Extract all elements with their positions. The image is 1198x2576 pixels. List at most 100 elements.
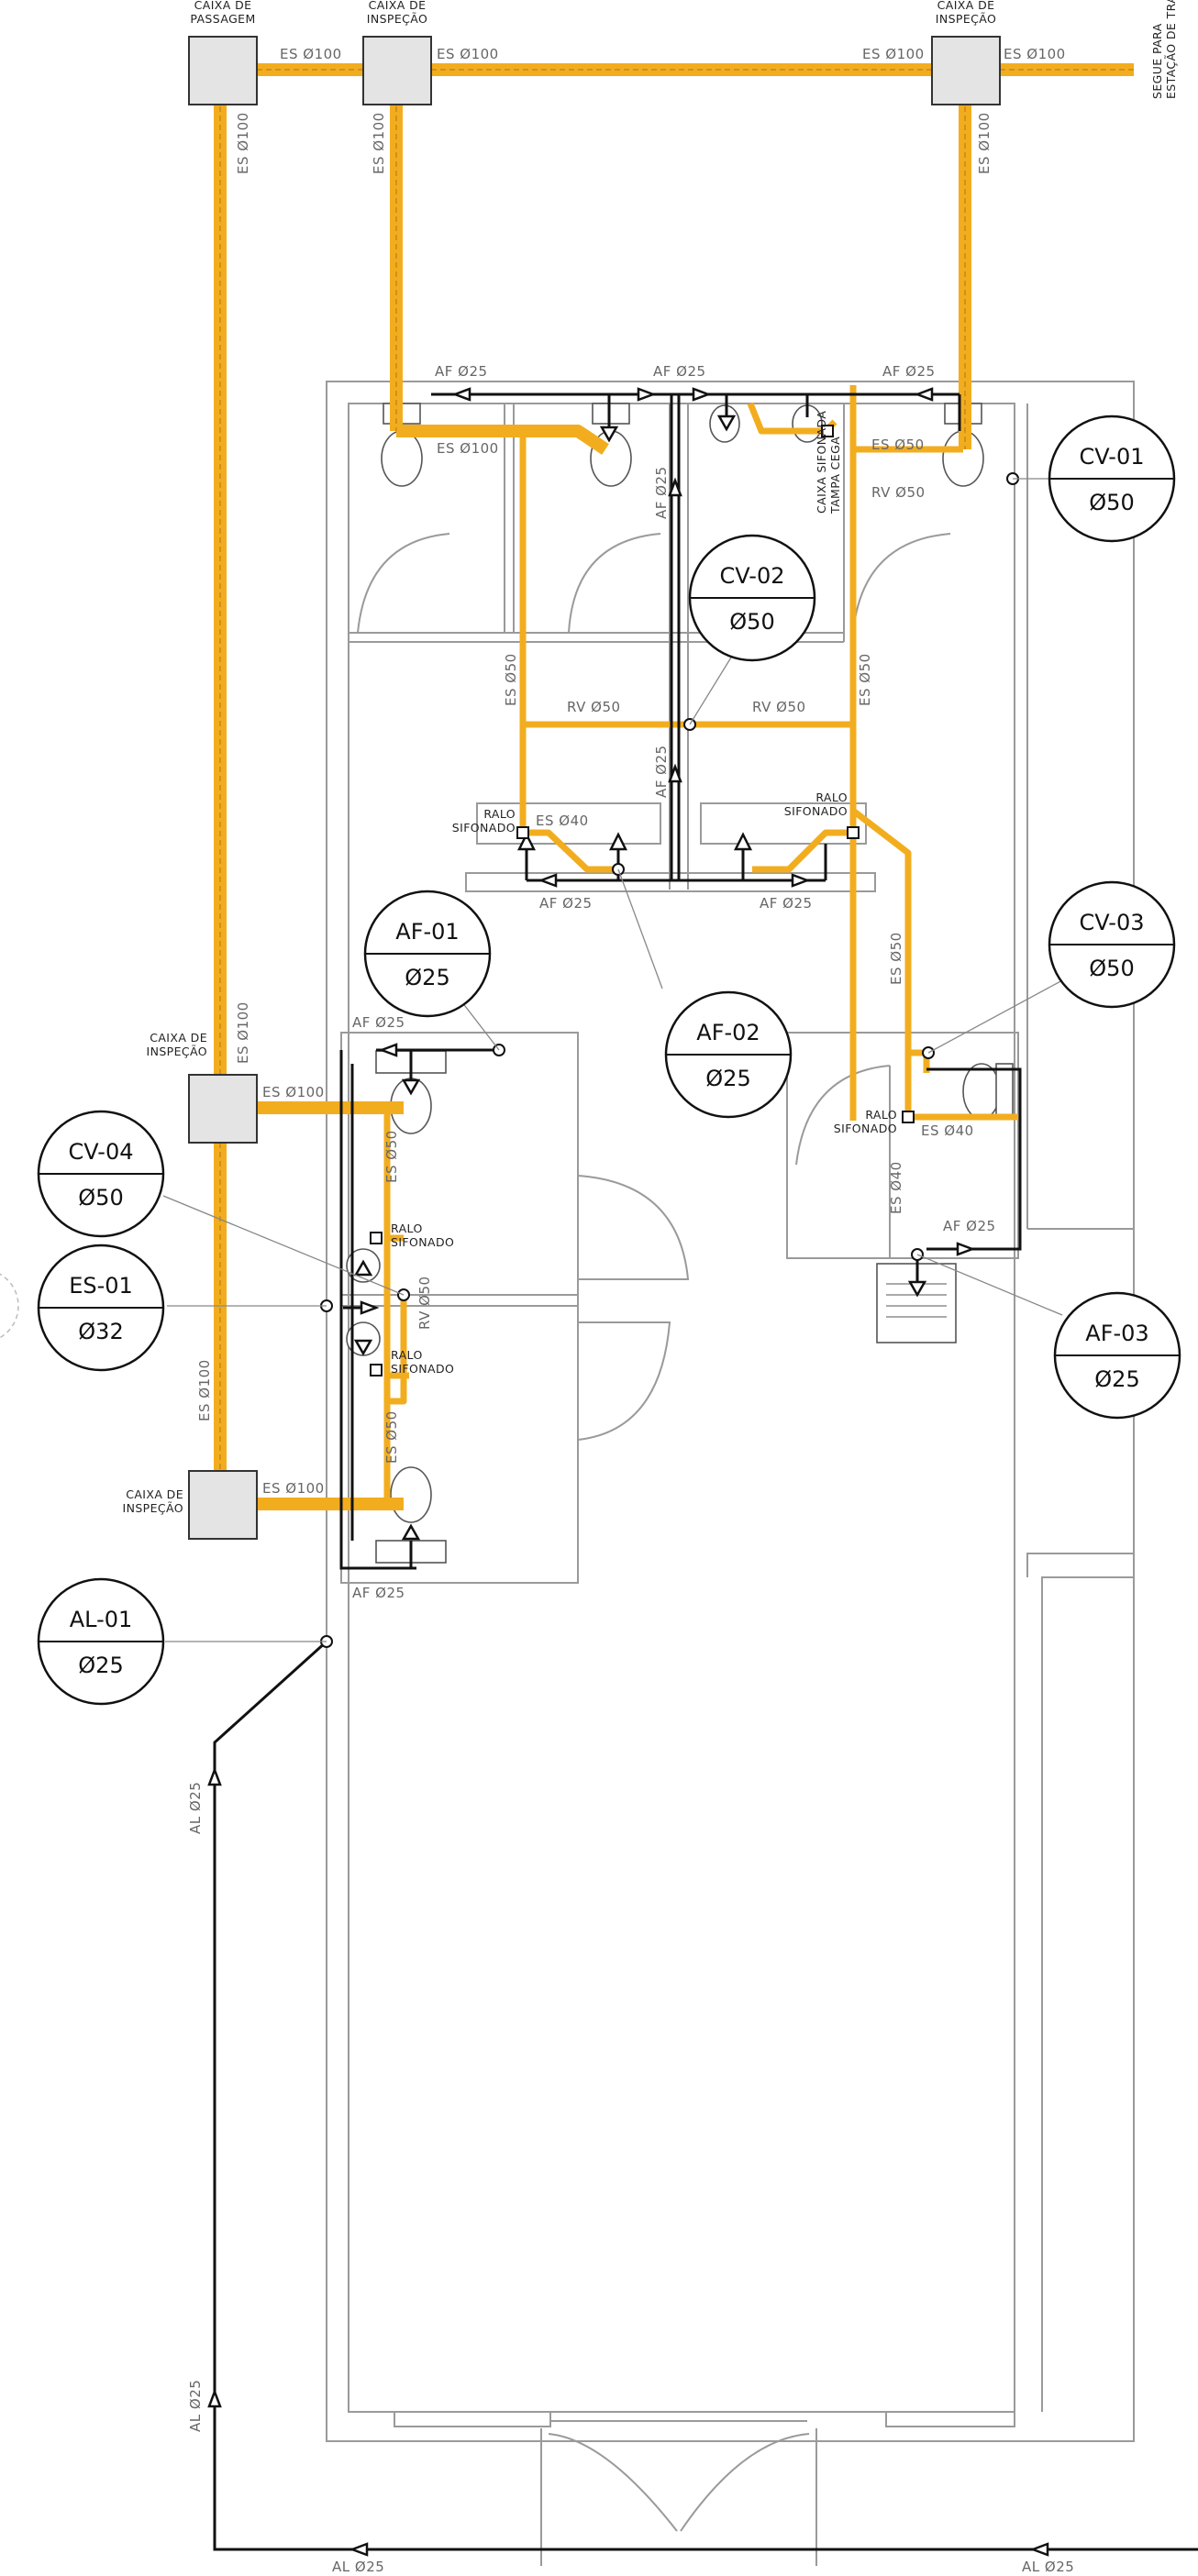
af25-label-bot2: AF Ø25 [760,895,813,912]
af25-label-bot1: AF Ø25 [539,895,593,912]
es50-label-v1: ES Ø50 [503,653,519,706]
caixa-inspecao-box-1 [362,36,432,105]
tag-diameter-af01: Ø25 [405,965,449,990]
af25-label-right: AF Ø25 [943,1218,996,1234]
tag-code-al01: AL-01 [70,1607,133,1632]
caixa-inspecao-box-4 [188,1470,258,1540]
al25-label-v1: AL Ø25 [187,1782,204,1834]
water-lines [213,392,1198,2551]
inspection-boxes [188,36,1001,1540]
tag-diameter-af02: Ø25 [705,1066,750,1091]
ralo-node-1 [516,826,529,839]
af25-label-top1: AF Ø25 [435,363,488,380]
es40-label-v: ES Ø40 [888,1161,904,1214]
tag-diameter-cv02: Ø50 [729,609,774,635]
es50-label-v2: ES Ø50 [857,653,873,706]
fixtures [346,403,1014,1564]
tag-diameter-al01: Ø25 [78,1653,123,1678]
es50-label-v4: ES Ø50 [383,1130,400,1183]
es100-label-a: ES Ø100 [280,46,342,62]
tag-diameter-cv04: Ø50 [78,1185,123,1211]
af25-label-top2: AF Ø25 [653,363,706,380]
nodes [320,425,1019,1648]
es100-label-v1: ES Ø100 [235,112,251,174]
caixa-passagem-box [188,36,258,105]
pipe-labels: ES Ø100 ES Ø100 ES Ø100 ES Ø100 ES Ø100 … [187,0,1178,2575]
tag-code-cv03: CV-03 [1080,910,1145,935]
af25-label-wc1: AF Ø25 [352,1014,405,1031]
al25-label-v2: AL Ø25 [187,2380,204,2432]
es40-label-1: ES Ø40 [536,813,589,829]
flow-arrows [207,387,1049,2557]
tag-code-af03: AF-03 [1085,1321,1148,1346]
es100-label-v3: ES Ø100 [976,112,993,174]
ralo-node-3 [902,1111,915,1123]
ralo-node-5 [370,1364,383,1376]
es100-label-lower1: ES Ø100 [262,1084,325,1100]
es100-label-b: ES Ø100 [437,46,499,62]
es100-label-lower2: ES Ø100 [262,1480,325,1497]
tag-diameter-es01: Ø32 [78,1319,123,1344]
tag-diameter-cv03: Ø50 [1089,956,1134,981]
rv50-label-3: RV Ø50 [752,699,806,715]
toilet-6 [962,1063,1014,1120]
building-walls [326,381,1135,2566]
es100-label-v4: ES Ø100 [235,1001,251,1064]
af25-label-v1: AF Ø25 [653,466,670,519]
ralo-node-4 [370,1232,383,1244]
sewer-pipes [214,63,1134,1510]
partial-circle-edge [0,1273,19,1339]
tag-code-cv02: CV-02 [720,563,785,589]
tag-code-es01: ES-01 [69,1273,133,1299]
caixa-inspecao-box-2 [931,36,1001,105]
tags: CV-01Ø50CV-02Ø50CV-03Ø50CV-04Ø50AF-01Ø25… [37,415,1181,1706]
rv50-label-4: RV Ø50 [416,1276,433,1330]
tag-code-cv01: CV-01 [1080,444,1145,470]
es100-label-c: ES Ø100 [862,46,925,62]
caixa-sifonada-node [821,425,834,437]
tag-diameter-af03: Ø25 [1094,1366,1139,1392]
caixa-inspecao-box-3 [188,1074,258,1144]
al25-label-b1: AL Ø25 [332,2559,384,2575]
es50-label-v5: ES Ø50 [383,1410,400,1464]
es100-label-v2: ES Ø100 [371,112,387,174]
es100-label-room: ES Ø100 [437,440,499,457]
es40-label-2: ES Ø40 [921,1122,974,1139]
es100-label-v5: ES Ø100 [196,1359,213,1421]
rv50-label-2: RV Ø50 [567,699,621,715]
af25-label-wc2: AF Ø25 [352,1585,405,1601]
tag-code-af01: AF-01 [395,919,459,945]
tag-code-cv04: CV-04 [69,1139,134,1165]
tag-code-af02: AF-02 [696,1020,760,1045]
af25-label-top3: AF Ø25 [882,363,936,380]
caixa-sifonada-note: CAIXA SIFONADATAMPA CEGA [815,411,842,514]
al25-label-b2: AL Ø25 [1022,2559,1074,2575]
es100-label-d: ES Ø100 [1004,46,1066,62]
tag-diameter-cv01: Ø50 [1089,490,1134,515]
es50-label-v3: ES Ø50 [888,932,904,985]
segue-para-note: SEGUE PARAESTAÇÃO DE TRATAMENTO [1150,0,1178,99]
af25-label-v2: AF Ø25 [653,745,670,798]
rv50-label-1: RV Ø50 [871,484,926,501]
leader-lines [162,478,1065,1642]
